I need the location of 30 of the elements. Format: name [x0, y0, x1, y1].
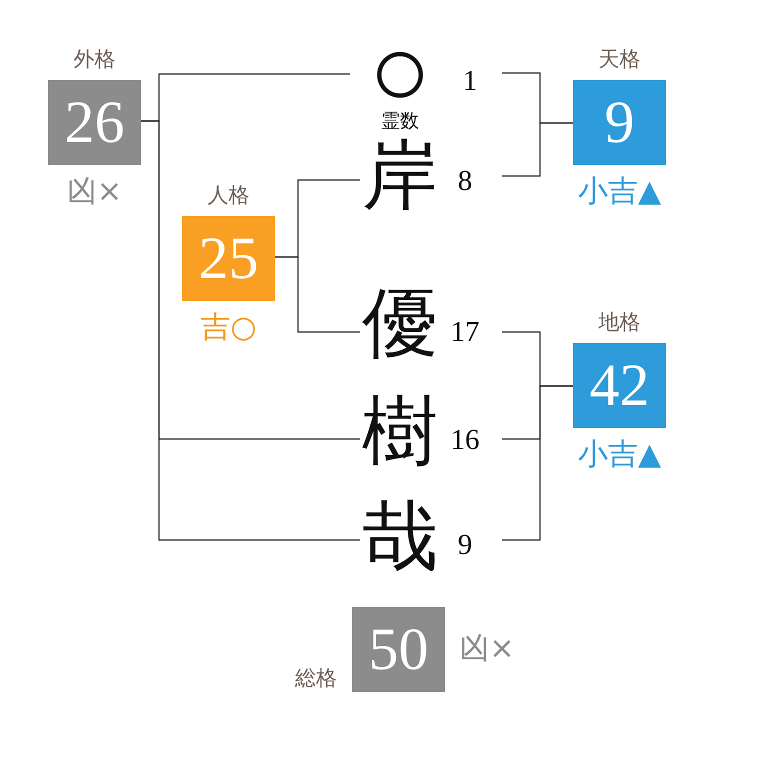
fortune-rating: 小吉▲ [576, 173, 662, 211]
fortune-rating: 吉○ [199, 309, 258, 347]
score-number: 26 [64, 88, 126, 157]
score-heading: 人格 [206, 182, 250, 209]
score-heading: 外格 [72, 46, 116, 73]
bracket-line [141, 120, 360, 541]
stroke-count: 8 [456, 166, 474, 196]
name-character: 優 [361, 284, 439, 364]
fortune-rating: 小吉▲ [576, 436, 662, 474]
score-heading: 地格 [598, 309, 642, 336]
score-heading: 天格 [598, 46, 642, 73]
stroke-count: 9 [456, 530, 474, 560]
name-character: 岸 [361, 136, 439, 216]
stroke-count: 16 [450, 425, 480, 455]
stroke-count: 1 [462, 66, 478, 96]
name-character: 樹 [361, 392, 439, 472]
score-number: 9 [604, 88, 636, 157]
name-character: 哉 [361, 497, 439, 577]
bracket-line [275, 256, 360, 333]
score-number: 50 [368, 615, 430, 684]
name-character: ○ [368, 32, 432, 112]
bracket-line [502, 385, 573, 541]
bracket-line [502, 122, 573, 177]
fortune-rating: 凶× [66, 173, 124, 211]
score-number: 25 [198, 224, 260, 293]
spirit-number-label: 霊数 [380, 110, 420, 134]
score-number: 42 [588, 351, 650, 420]
score-heading: 総格 [294, 665, 338, 692]
stroke-count: 17 [450, 317, 480, 347]
fortune-rating: 凶× [458, 630, 516, 668]
